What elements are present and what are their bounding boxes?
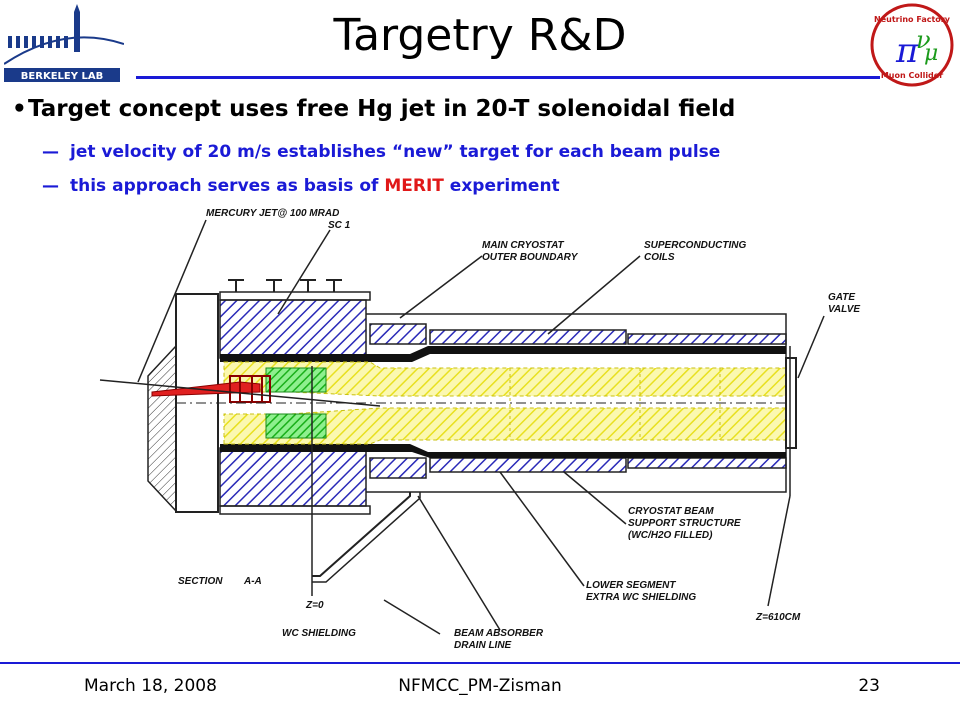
label-z0: Z=0 [305, 600, 324, 611]
logo-left-text: BERKELEY LAB [21, 71, 103, 82]
coil-upper-2 [429, 329, 627, 345]
sub-bullet-1-text: jet velocity of 20 m/s establishes “new”… [70, 142, 721, 162]
coil-upper-3 [627, 333, 787, 345]
coil-lower-1 [369, 457, 427, 479]
green-shield-lower [265, 413, 327, 439]
bullet-dot: • [12, 96, 27, 122]
label-mercury-jet: MERCURY JET@ 100 MRAD [206, 208, 339, 219]
title-underline [136, 76, 880, 79]
label-cryo-beam-2: SUPPORT STRUCTURE [628, 518, 741, 529]
label-main-cryostat-2: OUTER BOUNDARY [482, 252, 579, 263]
cryostat-beam-upper [220, 346, 786, 362]
footer-author: NFMCC_PM-Zisman [398, 676, 562, 696]
label-sc-coils-2: COILS [644, 252, 675, 263]
sub-bullet-dash: — [42, 142, 59, 162]
coil-lower-2 [429, 457, 627, 473]
cryostat-bottom-band [219, 505, 371, 515]
main-bullet-text: Target concept uses free Hg jet in 20-T … [28, 96, 736, 122]
shield-segment-lines [509, 368, 721, 440]
label-cryo-beam-3: (WC/H2O FILLED) [628, 530, 713, 541]
label-sc1: SC 1 [328, 220, 351, 231]
merit-highlight: MERIT [384, 176, 444, 196]
target-schematic: MERCURY JET@ 100 MRAD SC 1 MAIN CRYOSTAT… [99, 208, 860, 651]
label-z610: Z=610CM [755, 612, 801, 623]
page-number: 23 [858, 676, 880, 696]
logo-nu: ν [916, 26, 931, 54]
label-beam-absorber-1: BEAM ABSORBER [454, 628, 544, 639]
sub-bullet-2: —this approach serves as basis of MERIT … [42, 176, 560, 196]
top-ports [228, 279, 342, 292]
coil-upper-1 [369, 323, 427, 345]
logo-mu: μ [924, 41, 938, 66]
end-flange [147, 344, 177, 513]
main-bullet: •Target concept uses free Hg jet in 20-T… [12, 96, 735, 122]
yellow-shield-lower [223, 407, 787, 445]
label-sc-coils-1: SUPERCONDUCTING [644, 240, 746, 251]
sub-bullet-2-post: experiment [443, 176, 560, 196]
logo-right-bottom: Muon Collider [881, 71, 943, 80]
sub-bullet-2-pre: this approach serves as basis of [70, 176, 385, 196]
label-section: SECTION [178, 576, 223, 587]
label-lower-segment-2: EXTRA WC SHIELDING [586, 592, 696, 603]
coil-lower-3 [627, 457, 787, 469]
drain-line-inner [312, 492, 421, 583]
label-beam-absorber-2: DRAIN LINE [454, 640, 512, 651]
label-cryo-beam-1: CRYOSTAT BEAM [628, 506, 714, 517]
sc1-upper-coil [219, 299, 367, 359]
sub-bullet-1: — jet velocity of 20 m/s establishes “new… [42, 142, 720, 162]
jet-line [99, 379, 381, 407]
label-gate-1: GATE [828, 292, 855, 303]
logo-right-top: Neutrino Factory [874, 15, 951, 24]
berkeley-lab-logo: BERKELEY LAB [4, 4, 124, 82]
label-lower-segment-1: LOWER SEGMENT [586, 580, 676, 591]
slide-title: Targetry R&D [333, 10, 627, 61]
label-wc-shielding: WC SHIELDING [282, 628, 356, 639]
footer-date: March 18, 2008 [84, 676, 217, 696]
nfmcc-logo: Neutrino Factory π ν μ Muon Collider [870, 3, 954, 87]
sc1-lower-coil [219, 447, 367, 507]
gate-valve [785, 357, 797, 449]
cryostat-top-band [219, 291, 371, 301]
drain-line [312, 492, 411, 577]
cryostat-beam-lower [220, 444, 786, 458]
green-shield-upper [265, 367, 327, 393]
footer-rule [0, 662, 960, 664]
label-main-cryostat-1: MAIN CRYOSTAT [482, 240, 565, 251]
leader-lines [137, 219, 825, 635]
label-gate-2: VALVE [828, 304, 860, 315]
sub-bullet-dash: — [42, 176, 59, 196]
label-section-aa: A-A [243, 576, 262, 587]
logo-pi: π [895, 31, 919, 71]
